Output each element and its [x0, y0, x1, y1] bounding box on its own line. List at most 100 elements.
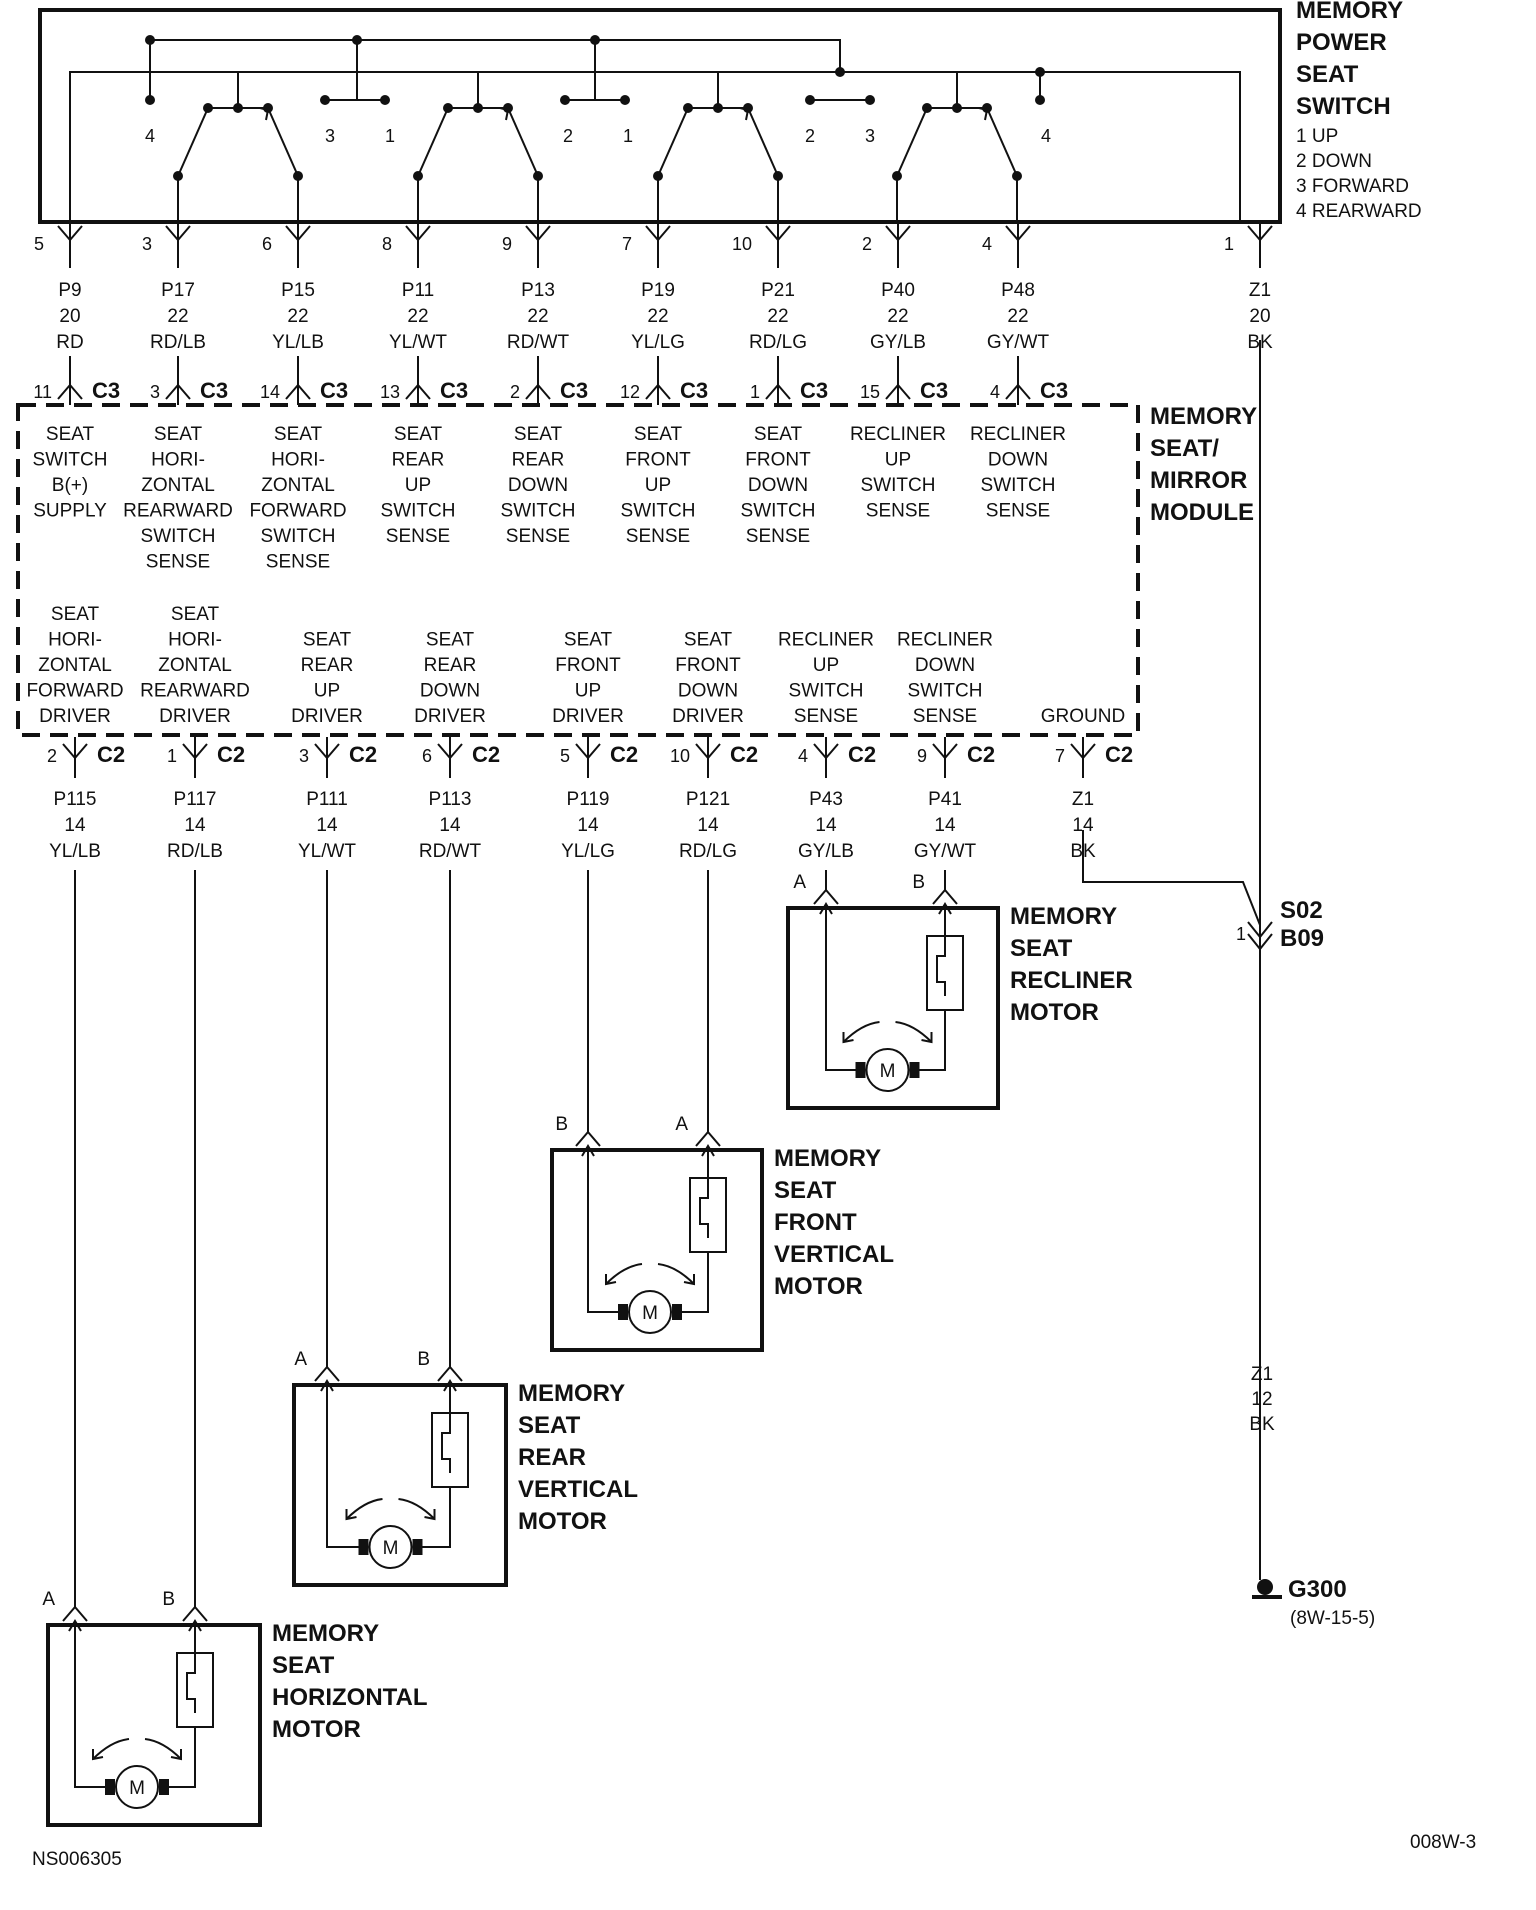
c3-function-label: SEAT: [154, 424, 203, 445]
c2-function-label: SEAT: [303, 630, 352, 651]
c3-function-label: SENSE: [746, 526, 810, 547]
wire-color: YL/WT: [298, 841, 356, 862]
c3-function-label: FORWARD: [249, 501, 346, 522]
c2-pin-number: 2: [47, 746, 57, 766]
motor-title-line: REAR: [518, 1444, 586, 1471]
c3-function-label: UP: [405, 475, 431, 496]
c3-function-label: SENSE: [386, 526, 450, 547]
wire-circuit: P15: [281, 280, 315, 301]
c2-pin-number: 10: [670, 746, 690, 766]
module-title-line: MODULE: [1150, 499, 1254, 526]
wire-gauge: 22: [167, 306, 188, 327]
c2-function-label: SENSE: [794, 706, 858, 727]
c2-function-label: SEAT: [171, 604, 220, 625]
c2-function-label: DRIVER: [672, 706, 744, 727]
c2-function-label: UP: [813, 655, 839, 676]
switch-internal-pin: 4: [1041, 126, 1051, 146]
c3-function-label: REAR: [392, 450, 445, 471]
motor-pin-right: B: [417, 1349, 430, 1370]
c2-function-label: FRONT: [675, 655, 741, 676]
wire-color: GY/LB: [870, 332, 926, 353]
switch-internal-pin: 3: [325, 126, 335, 146]
wire-gauge: 22: [407, 306, 428, 327]
c2-function-label: DRIVER: [39, 706, 111, 727]
c3-connector-label: C3: [92, 378, 120, 403]
c3-pin-number: 13: [380, 382, 400, 402]
c3-function-label: SENSE: [266, 552, 330, 573]
wire-color: YL/LG: [631, 332, 685, 353]
wire-gauge: 22: [647, 306, 668, 327]
wire-color: GY/LB: [798, 841, 854, 862]
wire-gauge: 14: [439, 815, 461, 836]
wire-gauge: 14: [697, 815, 719, 836]
c2-pin-number: 6: [422, 746, 432, 766]
c2-function-label: DOWN: [678, 681, 738, 702]
c2-connector-label: C2: [967, 742, 995, 767]
c3-function-label: SWITCH: [621, 501, 696, 522]
wire-gauge: 22: [767, 306, 788, 327]
c3-function-label: UP: [645, 475, 671, 496]
motor-title-line: MEMORY: [272, 1620, 379, 1647]
c3-function-label: SEAT: [514, 424, 563, 445]
motor-title-line: MOTOR: [774, 1273, 863, 1300]
wire-color: RD/WT: [507, 332, 570, 353]
c3-function-label: SENSE: [986, 501, 1050, 522]
c3-function-label: SEAT: [274, 424, 323, 445]
c2-function-label: REARWARD: [140, 681, 250, 702]
c2-function-label: SEAT: [426, 630, 475, 651]
wire-color: GY/WT: [987, 332, 1050, 353]
c3-connector-label: C3: [680, 378, 708, 403]
wire-circuit: P17: [161, 280, 195, 301]
wire-gauge: 22: [887, 306, 908, 327]
motor-symbol: M: [383, 1538, 399, 1559]
motor-symbol: M: [129, 1778, 145, 1799]
wire-gauge: 22: [1007, 306, 1028, 327]
motor-pin-right: B: [912, 872, 925, 893]
c3-pin-number: 4: [990, 382, 1000, 402]
wire-gauge: 20: [59, 306, 80, 327]
motor-title-line: RECLINER: [1010, 967, 1133, 994]
motor-pin-right: B: [162, 1589, 175, 1610]
c3-function-label: SEAT: [754, 424, 803, 445]
c2-function-label: SEAT: [564, 630, 613, 651]
switch-internal-pin: 2: [563, 126, 573, 146]
c2-function-label: HORI-: [48, 630, 102, 651]
c3-function-label: HORI-: [271, 450, 325, 471]
switch-legend-item: 1 UP: [1296, 126, 1338, 147]
switch-pin-number: 3: [142, 234, 152, 254]
c2-function-label: DRIVER: [552, 706, 624, 727]
ground-ref: (8W-15-5): [1290, 1608, 1375, 1629]
c2-connector-label: C2: [1105, 742, 1133, 767]
wire-color: RD/LG: [749, 332, 807, 353]
c3-function-label: SWITCH: [861, 475, 936, 496]
c2-function-label: DRIVER: [159, 706, 231, 727]
wire-circuit: P113: [429, 789, 472, 810]
wire-circuit: Z1: [1249, 280, 1271, 301]
c2-function-label: DRIVER: [291, 706, 363, 727]
motor-title-line: MOTOR: [518, 1508, 607, 1535]
c3-function-label: SUPPLY: [33, 501, 107, 522]
c2-pin-number: 3: [299, 746, 309, 766]
c2-function-label: UP: [314, 681, 340, 702]
motor-title-line: SEAT: [1010, 935, 1073, 962]
c3-function-label: REAR: [512, 450, 565, 471]
wire-color: YL/LG: [561, 841, 615, 862]
motor-pin-left: B: [555, 1114, 568, 1135]
c3-function-label: HORI-: [151, 450, 205, 471]
switch-title-line: MEMORY: [1296, 0, 1403, 24]
wire-gauge: 14: [1072, 815, 1094, 836]
footer-right: 008W-3: [1410, 1832, 1476, 1853]
